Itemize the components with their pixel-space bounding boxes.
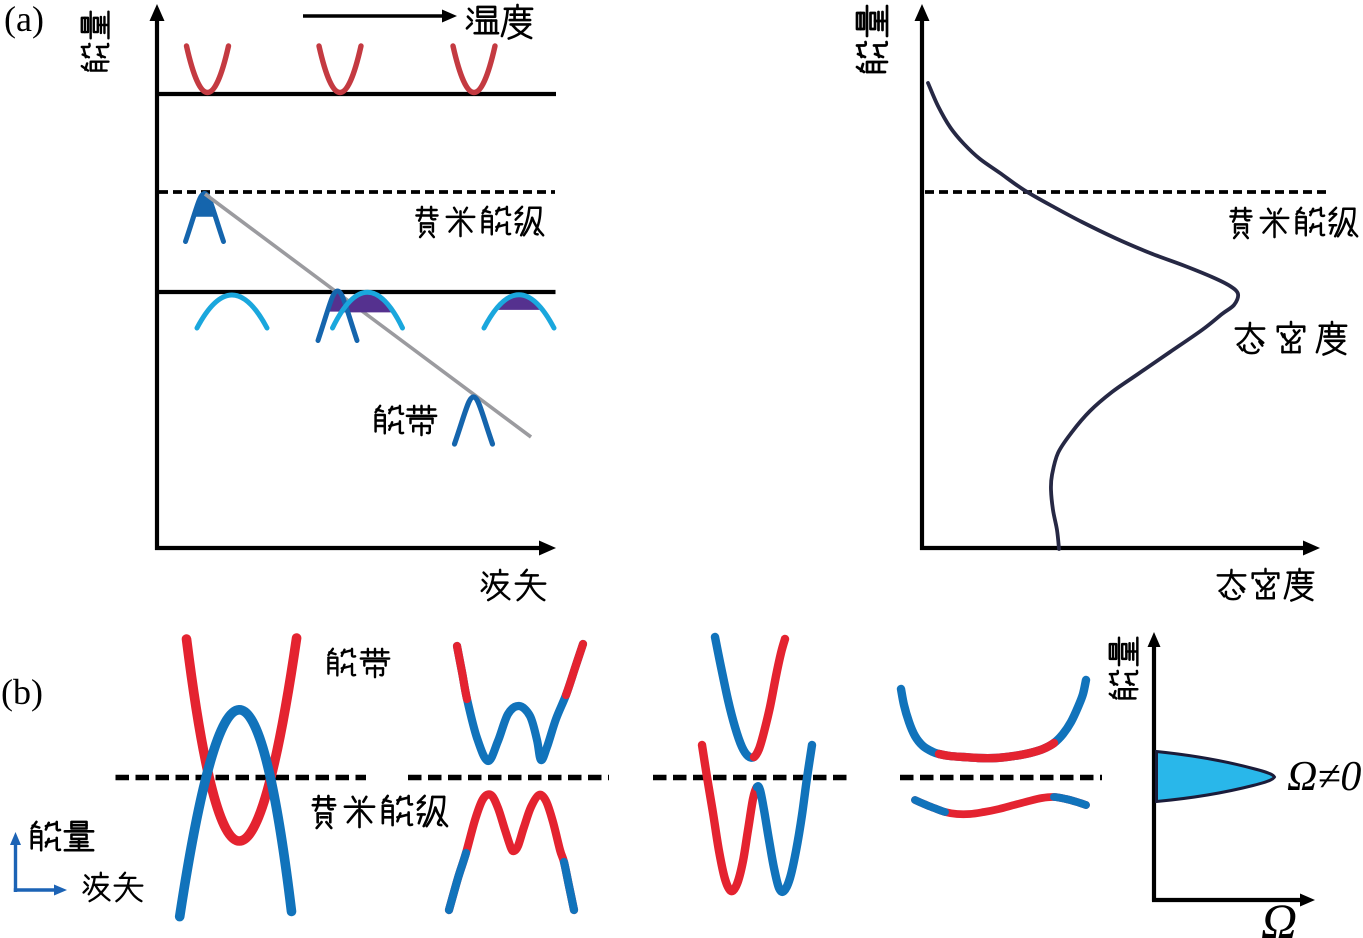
svg-text:(a): (a) bbox=[4, 0, 44, 39]
svg-text:(b): (b) bbox=[1, 672, 43, 712]
svg-text:Ω≠0: Ω≠0 bbox=[1287, 754, 1361, 800]
svg-text:Ω: Ω bbox=[1261, 893, 1297, 938]
